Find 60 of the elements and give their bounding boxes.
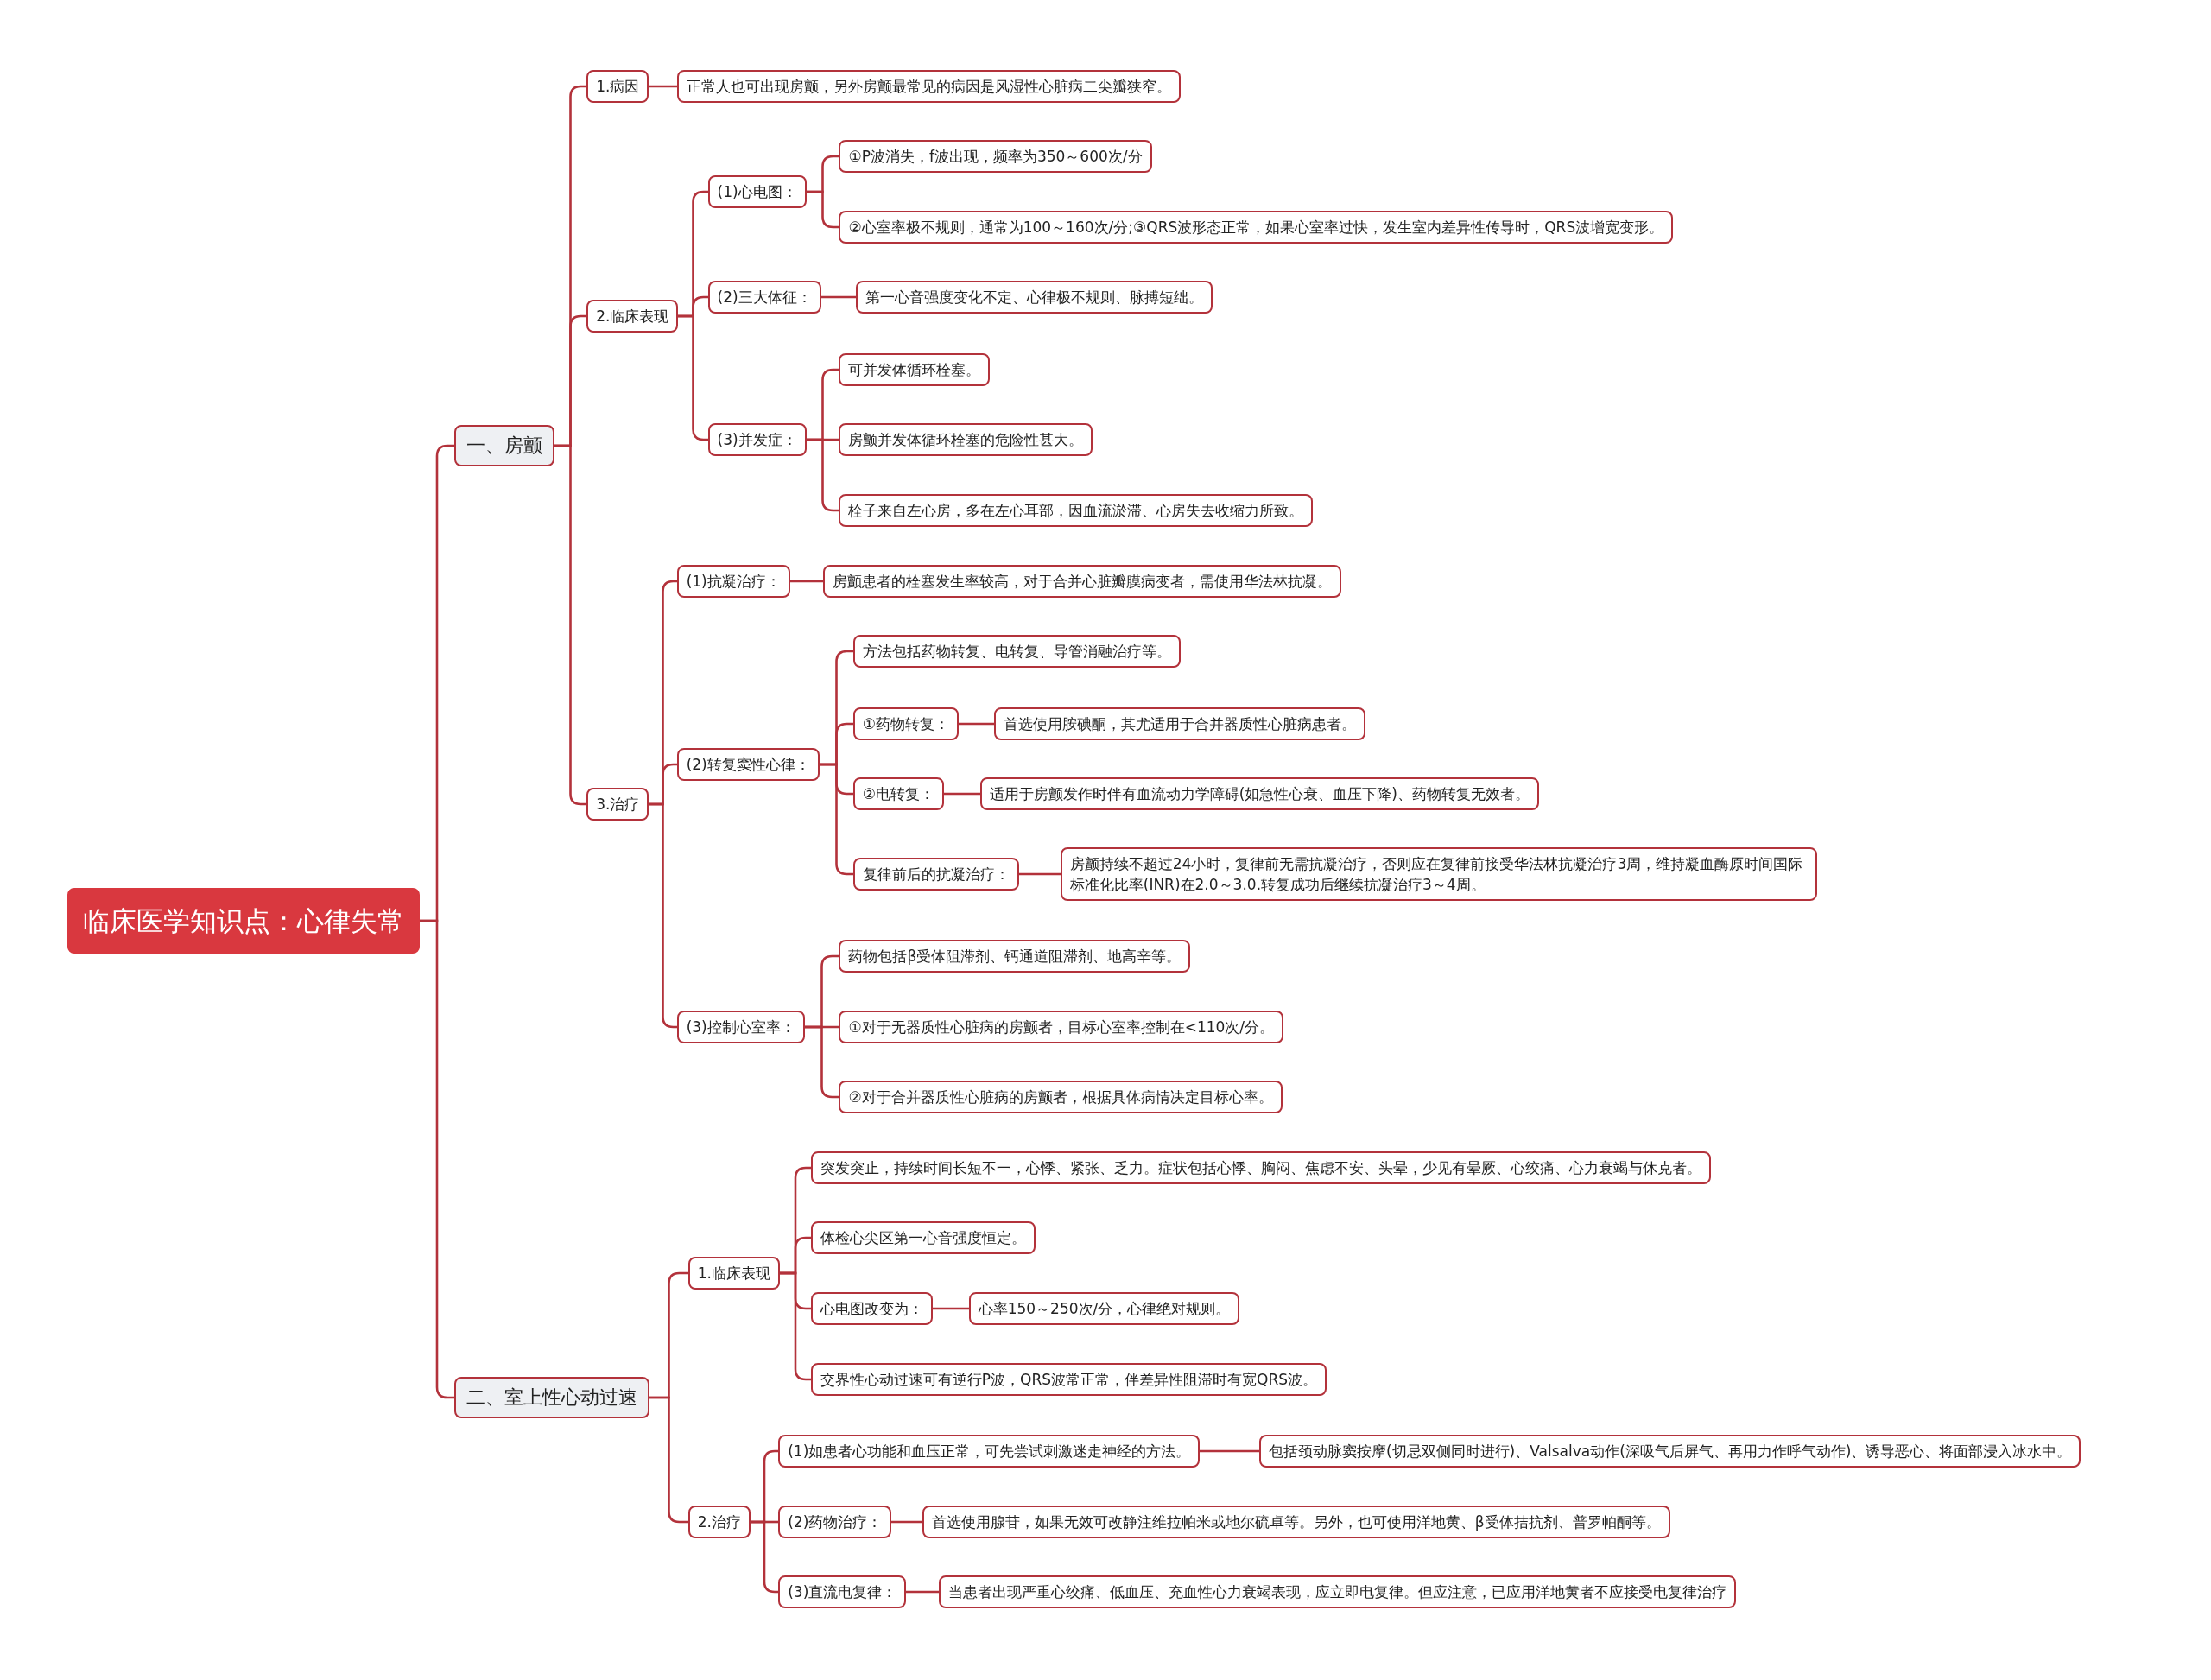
topic-box: 一、房颤 [453, 424, 554, 466]
topic-box: ②对于合并器质性心脏病的房颤者，根据具体病情决定目标心率。 [839, 1081, 1283, 1114]
connector-line [891, 1520, 922, 1524]
connector-line [649, 1396, 688, 1524]
connector-line [554, 444, 586, 806]
topic-box: 1.临床表现 [687, 1257, 780, 1290]
connector-line [649, 85, 677, 88]
root-topic-box: 临床医学知识点：心律失常 [67, 888, 421, 954]
topic-box: 2.治疗 [687, 1505, 751, 1538]
topic-box: 房颤患者的栓塞发生率较高，对于合并心脏瓣膜病变者，需使用华法林抗凝。 [823, 564, 1342, 598]
connector-line [805, 1025, 839, 1099]
topic-box: 第一心音强度变化不定、心律极不规则、脉搏短绌。 [856, 281, 1213, 314]
connector-line [959, 722, 994, 726]
topic-box: 复律前后的抗凝治疗： [852, 858, 1019, 891]
connector-line [933, 1307, 969, 1310]
connector-line [1200, 1449, 1259, 1453]
connector-line [820, 763, 853, 876]
topic-box: 栓子来自左心房，多在左心耳部，因血流淤滞、心房失去收缩力所致。 [839, 494, 1314, 527]
topic-box: 心率150～250次/分，心律绝对规则。 [968, 1292, 1240, 1326]
topic-box: 当患者出现严重心绞痛、低血压、充血性心力衰竭表现，应立即电复律。但应注意，已应用洋地黄者不应接受电复律治疗 [939, 1575, 1737, 1609]
topic-box: 首选使用胺碘酮，其尤适用于合并器质性心脏病患者。 [994, 707, 1365, 740]
connector-line [807, 190, 839, 229]
connector-line [807, 438, 839, 512]
topic-box: 方法包括药物转复、电转复、导管消融治疗等。 [852, 635, 1181, 669]
topic-box: (2)转复窦性心律： [676, 747, 820, 781]
topic-box: (1)抗凝治疗： [676, 564, 790, 598]
topic-box: (2)三大体征： [707, 281, 821, 314]
topic-box: 2.临床表现 [586, 299, 679, 333]
topic-box: 可并发体循环栓塞。 [839, 352, 991, 386]
connector-line [420, 919, 454, 1399]
topic-box: (1)如患者心功能和血压正常，可先尝试刺激迷走神经的方法。 [778, 1435, 1201, 1468]
connector-line [906, 1590, 939, 1594]
topic-box: ①药物转复： [852, 707, 959, 740]
topic-box: ②心室率极不规则，通常为100～160次/分;③QRS波形态正常，如果心室率过快，发生室内差异性传导时，QRS波增宽变形。 [839, 210, 1674, 244]
topic-box: ①对于无器质性心脏病的房颤者，目标心室率控制在<110次/分。 [839, 1010, 1284, 1043]
topic-box: ②电转复： [852, 777, 944, 811]
topic-box: (3)直流电复律： [778, 1575, 907, 1609]
topic-box: 正常人也可出现房颤，另外房颤最常见的病因是风湿性心脏病二尖瓣狭窄。 [676, 69, 1181, 103]
topic-box: (3)控制心室率： [676, 1010, 805, 1043]
topic-box: 药物包括β受体阻滞剂、钙通道阻滞剂、地高辛等。 [839, 939, 1191, 973]
topic-box: ①P波消失，f波出现，频率为350～600次/分 [839, 140, 1152, 174]
connector-line [1019, 872, 1061, 876]
topic-box: 体检心尖区第一心音强度恒定。 [810, 1221, 1036, 1255]
topic-box: (2)药物治疗： [778, 1505, 892, 1538]
topic-box: (3)并发症： [707, 423, 807, 457]
topic-box: 房颤持续不超过24小时，复律前无需抗凝治疗，否则应在复律前接受华法林抗凝治疗3周，维持凝血酶原时间国际标准化比率(INR)在2.0～3.0.转复成功后继续抗凝治疗3～4周。 [1060, 847, 1818, 902]
topic-box: 3.治疗 [586, 787, 649, 821]
topic-box: 适用于房颤发作时伴有血流动力学障碍(如急性心衰、血压下降)、药物转复无效者。 [979, 777, 1539, 811]
topic-box: 突发突止，持续时间长短不一，心悸、紧张、乏力。症状包括心悸、胸闷、焦虑不安、头晕，少见有晕厥、心绞痛、心力衰竭与休克者。 [810, 1151, 1711, 1184]
topic-box: 交界性心动过速可有逆行P波，QRS波常正常，伴差异性阻滞时有宽QRS波。 [810, 1362, 1327, 1396]
topic-box: 首选使用腺苷，如果无效可改静注维拉帕米或地尔硫卓等。另外，也可使用洋地黄、β受体拮抗剂、普罗帕酮等。 [922, 1505, 1670, 1538]
connector-line [821, 295, 856, 299]
topic-box: 心电图改变为： [810, 1292, 933, 1326]
topic-box: 1.病因 [586, 69, 649, 103]
topic-box: 房颤并发体循环栓塞的危险性甚大。 [839, 423, 1093, 457]
topic-box: 二、室上性心动过速 [453, 1376, 649, 1418]
connector-line [790, 580, 823, 583]
topic-box: 包括颈动脉窦按摩(切忌双侧同时进行)、Valsalva动作(深吸气后屏气、再用力作呼气动作)、诱导恶心、将面部浸入冰水中。 [1258, 1435, 2081, 1468]
connector-line [944, 792, 980, 796]
topic-box: (1)心电图： [707, 175, 807, 209]
